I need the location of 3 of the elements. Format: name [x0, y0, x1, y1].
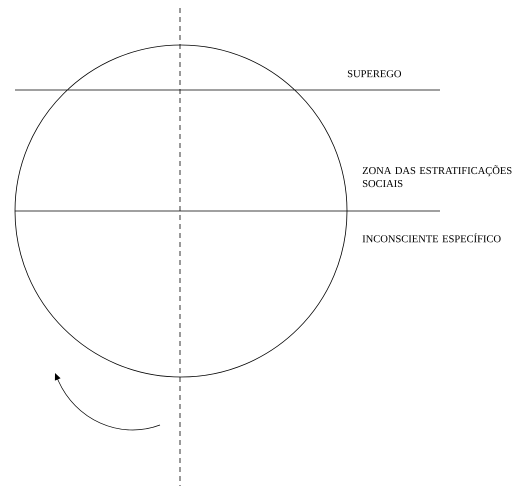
zone-label: ZONA DAS ESTRATIFICAÇÕES SOCIAIS: [362, 165, 512, 188]
zone-label: INCONSCIENTE ESPECÍFICO: [362, 233, 501, 242]
zone-label: SUPEREGO: [348, 70, 402, 78]
